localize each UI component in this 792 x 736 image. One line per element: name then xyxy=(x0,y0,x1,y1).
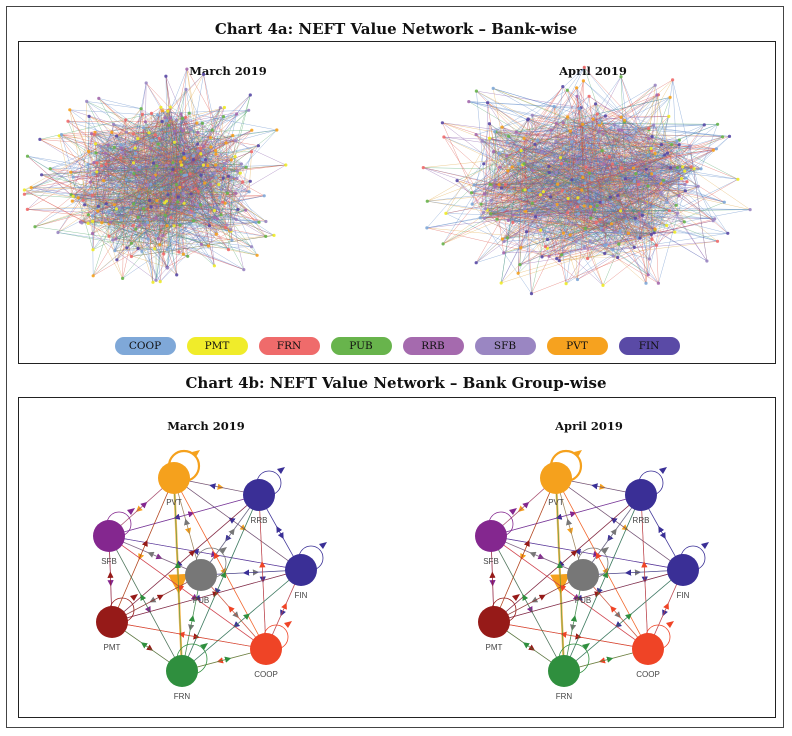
node-pmt-april xyxy=(478,606,510,638)
node-rrb-april xyxy=(625,479,657,511)
legend-item-sfb: SFB xyxy=(474,337,536,355)
node-frn-march xyxy=(166,655,198,687)
node-label-frn-april: FRN xyxy=(556,692,573,701)
node-pvt-april xyxy=(540,462,572,494)
node-label-rrb-april: RRB xyxy=(633,516,650,525)
node-fin-march xyxy=(285,554,317,586)
april-subtitle-a: April 2019 xyxy=(559,64,627,78)
group-wise-network-panel: March 2019 April 2019 PVT RRB SFB PUB FIN PMT… xyxy=(18,397,776,718)
node-label-fin-march: FIN xyxy=(295,591,308,600)
node-pmt-march xyxy=(96,606,128,638)
node-label-coop-april: COOP xyxy=(636,670,660,679)
node-label-pmt-march: PMT xyxy=(104,643,121,652)
legend: COOP PMT FRN PUB RRB SFB PVT FIN xyxy=(19,337,775,355)
node-frn-april xyxy=(548,655,580,687)
node-sfb-april xyxy=(475,520,507,552)
group-network-april: PVT RRB SFB PUB FIN PMT COOP FRN xyxy=(475,449,709,701)
node-label-pvt-april: PVT xyxy=(548,498,564,507)
march-subtitle-a: March 2019 xyxy=(189,64,267,78)
node-pvt-march xyxy=(158,462,190,494)
legend-item-pub: PUB xyxy=(330,337,392,355)
node-label-rrb-march: RRB xyxy=(251,516,268,525)
march-subtitle-b: March 2019 xyxy=(167,419,245,433)
bank-wise-network-graphs xyxy=(22,65,752,296)
node-label-pub-april: PUB xyxy=(575,596,591,605)
node-sfb-march xyxy=(93,520,125,552)
node-fin-april xyxy=(667,554,699,586)
legend-item-pmt: PMT xyxy=(186,337,248,355)
node-label-sfb-march: SFB xyxy=(101,557,117,566)
node-coop-april xyxy=(632,633,664,665)
node-label-pub-march: PUB xyxy=(193,596,209,605)
figure-frame xyxy=(6,6,784,728)
legend-item-frn: FRN xyxy=(258,337,320,355)
legend-item-fin: FIN xyxy=(618,337,680,355)
node-label-pvt-march: PVT xyxy=(166,498,182,507)
bank-network-april xyxy=(421,65,752,296)
node-label-coop-march: COOP xyxy=(254,670,278,679)
legend-item-pvt: PVT xyxy=(546,337,608,355)
group-wise-network-graphs: PVT RRB SFB PUB FIN PMT COOP FRN PVT RRB SFB PUB FIN… xyxy=(93,449,709,701)
group-network-march: PVT RRB SFB PUB FIN PMT COOP FRN xyxy=(93,449,327,701)
node-label-fin-april: FIN xyxy=(677,591,690,600)
bank-wise-network-panel: March 2019 April 2019 COOP PMT FRN PUB RRB SF… xyxy=(18,41,776,364)
node-pub-april xyxy=(567,559,599,591)
node-rrb-march xyxy=(243,479,275,511)
april-subtitle-b: April 2019 xyxy=(555,419,623,433)
bank-network-march xyxy=(22,67,288,284)
node-label-sfb-april: SFB xyxy=(483,557,499,566)
node-pub-march xyxy=(185,559,217,591)
node-label-frn-march: FRN xyxy=(174,692,191,701)
chart-4a-title: Chart 4a: NEFT Value Network – Bank-wise xyxy=(214,20,578,38)
chart-4b-title: Chart 4b: NEFT Value Network – Bank Grou… xyxy=(185,374,607,392)
legend-item-coop: COOP xyxy=(114,337,176,355)
node-label-pmt-april: PMT xyxy=(486,643,503,652)
legend-item-rrb: RRB xyxy=(402,337,464,355)
node-coop-march xyxy=(250,633,282,665)
